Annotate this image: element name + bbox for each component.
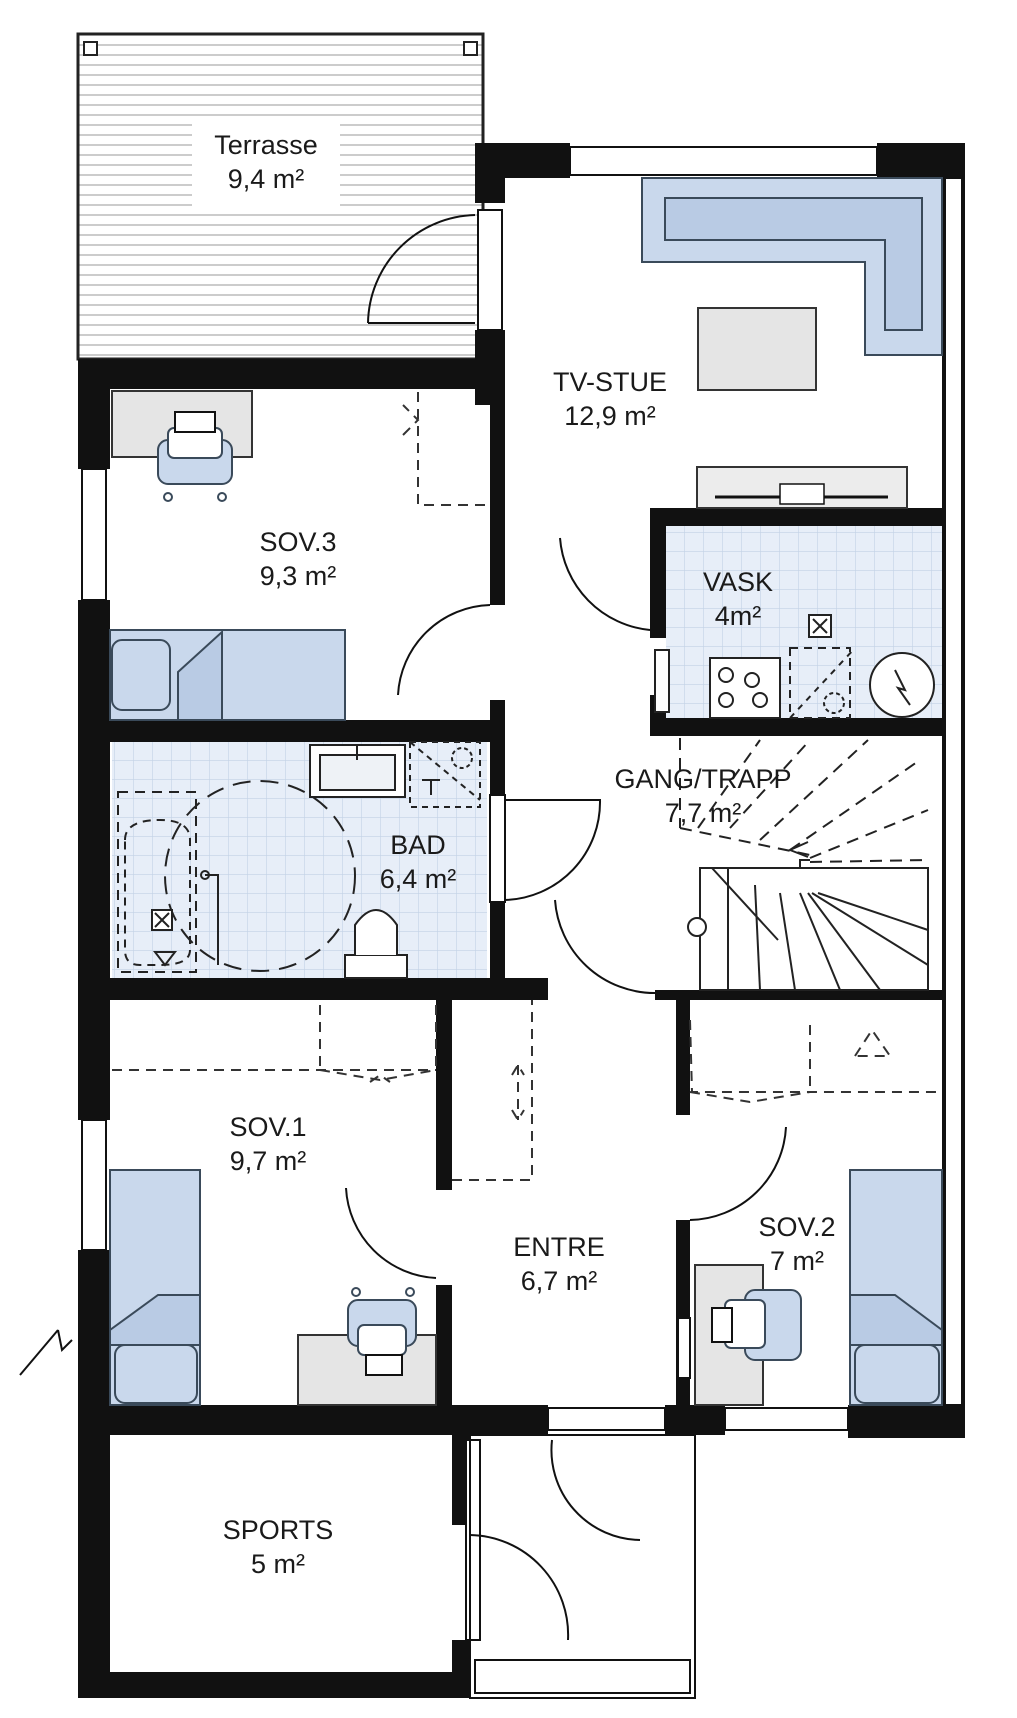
room-name: SPORTS	[222, 1515, 334, 1545]
chair-sov2	[711, 1289, 802, 1361]
doors	[345, 214, 787, 1641]
windows	[81, 146, 963, 1641]
room-label-terrasse: Terrasse 9,4 m²	[214, 128, 318, 196]
room-area: 6,4 m²	[379, 864, 457, 894]
room-name: GANG/TRAPP	[614, 764, 792, 794]
room-name: SOV.3	[259, 527, 337, 557]
room-label-entre: ENTRE 6,7 m²	[513, 1230, 605, 1298]
vask-fixtures	[654, 614, 935, 719]
porch	[469, 1434, 696, 1699]
room-area: 6,7 m²	[520, 1266, 598, 1296]
room-name: SOV.2	[758, 1212, 836, 1242]
room-name: TV-STUE	[552, 367, 668, 397]
bed-sov3	[109, 629, 346, 721]
room-area: 4m²	[714, 601, 762, 631]
room-area: 7 m²	[770, 1246, 824, 1276]
room-area: 5 m²	[251, 1549, 305, 1579]
room-label-sov1: SOV.1 9,7 m²	[229, 1110, 306, 1178]
room-name: ENTRE	[513, 1232, 605, 1262]
staircase	[679, 738, 929, 991]
room-name: Terrasse	[214, 130, 318, 160]
terrace	[76, 32, 485, 361]
bed-sov2	[849, 1169, 943, 1406]
coffee-table	[697, 307, 817, 391]
room-label-gang-trapp: GANG/TRAPP 7,7 m²	[614, 762, 791, 830]
wardrobe-sov2	[689, 1019, 942, 1104]
room-label-sov2: SOV.2 7 m²	[758, 1210, 835, 1278]
chair-sov3	[157, 411, 233, 502]
room-area: 9,4 m²	[227, 164, 305, 194]
exterior-steps	[19, 1329, 73, 1376]
sofa	[641, 177, 943, 356]
room-label-sov3: SOV.3 9,3 m²	[259, 525, 336, 593]
room-label-bad: BAD 6,4 m²	[380, 828, 457, 896]
room-label-sports: SPORTS 5 m²	[223, 1513, 334, 1581]
wardrobe-sov3	[402, 392, 490, 506]
chair-sov1	[347, 1287, 417, 1376]
wardrobe-sov1	[112, 1005, 437, 1083]
bad-fixtures	[117, 741, 481, 979]
bed-sov1	[109, 1169, 201, 1406]
room-name: BAD	[390, 830, 446, 860]
room-label-vask: VASK 4m²	[703, 565, 773, 633]
radiator-sov2	[677, 1317, 691, 1379]
room-area: 9,3 m²	[259, 561, 337, 591]
wardrobe-entre	[452, 1000, 533, 1181]
room-name: SOV.1	[229, 1112, 307, 1142]
room-area: 7,7 m²	[664, 798, 742, 828]
room-name: VASK	[702, 567, 774, 597]
bad-floor	[112, 742, 487, 978]
room-area: 12,9 m²	[564, 401, 656, 431]
tv-bench	[696, 466, 908, 509]
room-area: 9,7 m²	[229, 1146, 307, 1176]
room-label-tv-stue: TV-STUE 12,9 m²	[553, 365, 667, 433]
